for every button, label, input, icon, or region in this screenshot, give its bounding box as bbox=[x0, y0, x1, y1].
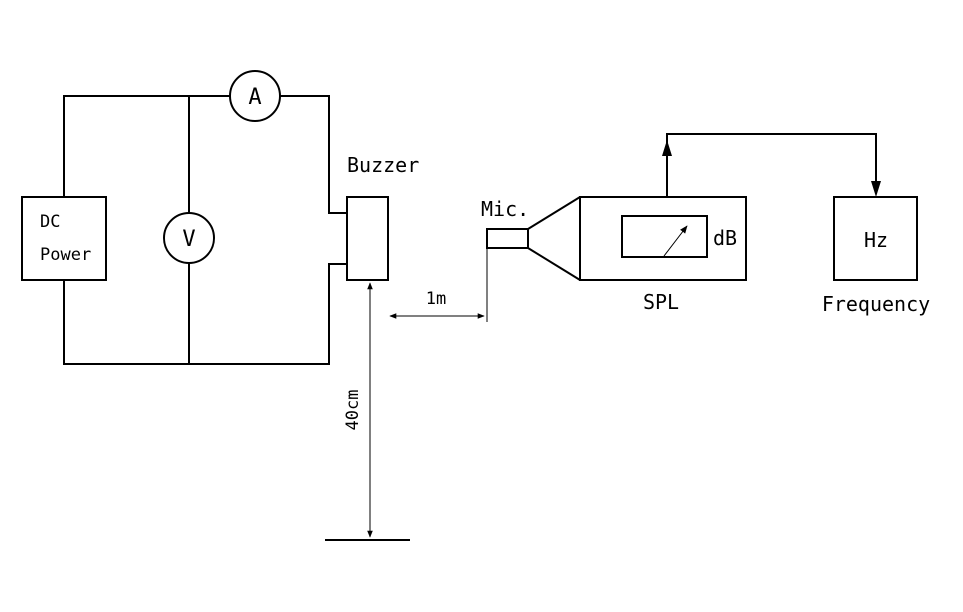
ammeter-symbol: A bbox=[248, 85, 261, 110]
voltmeter-symbol: V bbox=[182, 227, 195, 252]
voltmeter: V bbox=[163, 212, 215, 264]
spl-meter: dB SPL bbox=[579, 196, 747, 314]
horizontal-dimension: 1m bbox=[389, 248, 488, 322]
microphone: Mic. bbox=[481, 196, 581, 281]
spl-needle-icon bbox=[663, 225, 688, 257]
spl-unit: dB bbox=[713, 226, 737, 250]
signal-connection bbox=[662, 133, 881, 197]
spl-label: SPL bbox=[643, 290, 679, 314]
spl-dial-window bbox=[621, 215, 708, 258]
buzzer: Buzzer bbox=[346, 153, 419, 281]
vertical-dimension: 40cm bbox=[325, 282, 410, 541]
mic-label: Mic. bbox=[481, 197, 529, 221]
frequency-unit: Hz bbox=[864, 228, 888, 252]
dc-power-label-line1: DC bbox=[40, 212, 60, 232]
dc-power-supply: DC Power bbox=[21, 196, 107, 281]
dc-power-label-line2: Power bbox=[40, 245, 91, 265]
ammeter: A bbox=[229, 70, 281, 122]
circuit-wires bbox=[63, 95, 347, 365]
frequency-meter: Hz Frequency bbox=[822, 196, 930, 316]
buzzer-label: Buzzer bbox=[347, 153, 419, 177]
vertical-dimension-label: 40cm bbox=[343, 390, 363, 431]
horizontal-dimension-label: 1m bbox=[426, 289, 446, 309]
frequency-label: Frequency bbox=[822, 292, 930, 316]
